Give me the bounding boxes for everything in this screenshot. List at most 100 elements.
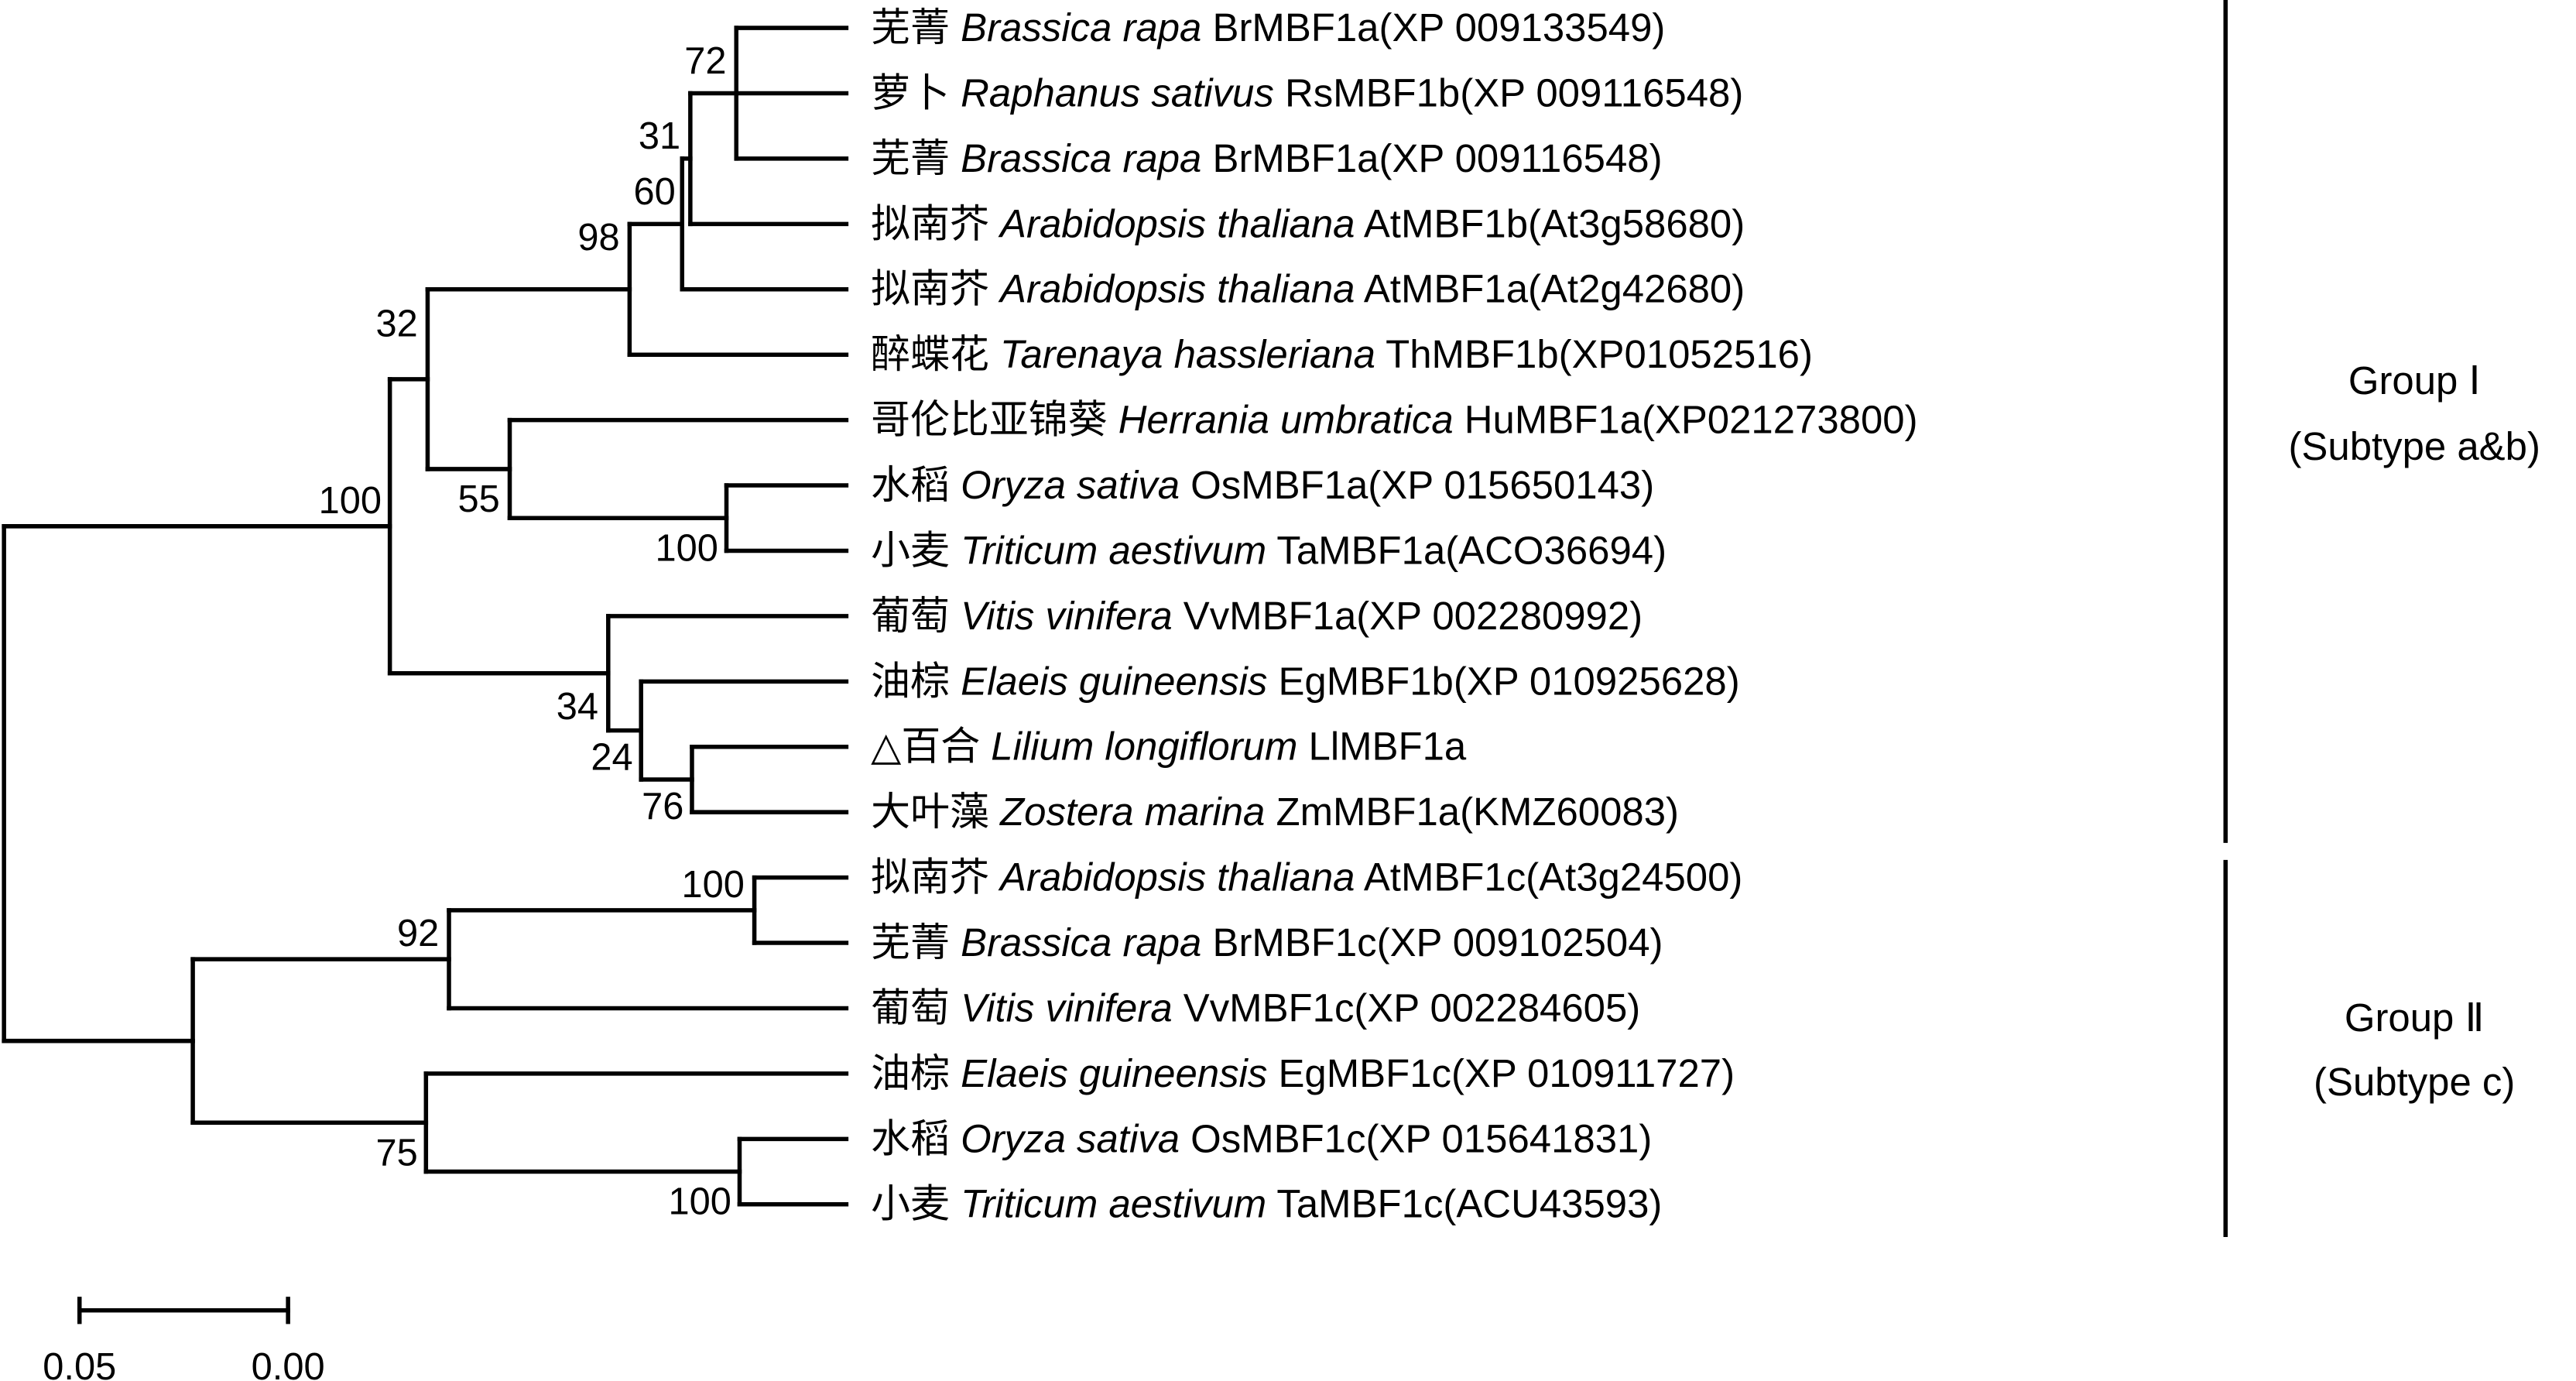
bootstrap-value-n24: 24 [591,737,632,779]
leaf-species-name: Vitis vinifera [950,594,1173,638]
bootstrap-value-nC1: 100 [681,864,744,906]
bootstrap-value-n76: 76 [642,786,683,828]
leaf-species-name: Brassica rapa [950,5,1201,50]
scale-bar-left-label: 0.05 [43,1346,116,1381]
leaf-labels: 芜菁 Brassica rapa BrMBF1a(XP 009133549) 萝卜… [871,5,1917,1226]
leaf-gene-id: ThMBF1b(XP01052516) [1375,332,1813,376]
leaf-chinese-name: 芜菁 [871,920,950,965]
leaf-gene-id: AtMBF1c(At3g24500) [1355,855,1743,900]
leaf-label: △百合 Lilium longiflorum LlMBF1a [871,725,1467,769]
leaf-label: 葡萄 Vitis vinifera VvMBF1c(XP 002284605) [871,985,1640,1030]
scale-bar: 0.05 0.00 [43,1297,325,1381]
leaf-chinese-name: 水稻 [871,463,950,507]
leaf-species-name: Triticum aestivum [950,1182,1266,1226]
leaf-species-name: Herrania umbratica [1108,398,1454,442]
leaf-gene-id: AtMBF1a(At2g42680) [1355,267,1745,311]
tree-branches [2,26,849,1207]
leaf-label: 油棕 Elaeis guineensis EgMBF1c(XP 01091172… [871,1051,1735,1095]
leaf-species-name: Brassica rapa [950,136,1201,180]
leaf-gene-id: OsMBF1c(XP 015641831) [1180,1116,1652,1160]
leaf-species-name: Vitis vinifera [950,985,1173,1030]
bootstrap-value-nA: 100 [319,480,382,522]
leaf-chinese-name: 小麦 [871,528,950,572]
leaf-species-name: Zostera marina [989,790,1265,834]
bootstrap-value-n92: 92 [397,913,439,954]
bootstrap-value-n34: 34 [557,686,598,728]
leaf-label: 小麦 Triticum aestivum TaMBF1a(ACO36694) [871,528,1667,572]
leaf-label: 拟南芥 Arabidopsis thaliana AtMBF1a(At2g426… [871,267,1745,311]
leaf-label: 芜菁 Brassica rapa BrMBF1a(XP 009133549) [871,5,1665,50]
leaf-gene-id: HuMBF1a(XP021273800) [1454,398,1918,442]
scale-bar-right-label: 0.00 [252,1346,325,1381]
leaf-label: 小麦 Triticum aestivum TaMBF1c(ACU43593) [871,1182,1662,1226]
leaf-gene-id: OsMBF1a(XP 015650143) [1180,463,1654,507]
leaf-chinese-name: 拟南芥 [871,267,989,311]
bootstrap-value-n98: 98 [577,217,619,259]
leaf-gene-id: RsMBF1b(XP 009116548) [1274,70,1744,115]
group-1-name: Group Ⅰ [2348,358,2481,403]
leaf-gene-id: BrMBF1a(XP 009116548) [1201,136,1662,180]
leaf-gene-id: VvMBF1c(XP 002284605) [1173,985,1641,1030]
leaf-chinese-name: 芜菁 [871,136,950,180]
leaf-species-name: Elaeis guineensis [950,659,1267,703]
leaf-species-name: Arabidopsis thaliana [989,267,1355,311]
leaf-species-name: Oryza sativa [950,463,1180,507]
leaf-label: 大叶藻 Zostera marina ZmMBF1a(KMZ60083) [871,790,1679,834]
leaf-chinese-name: 葡萄 [871,985,950,1030]
leaf-gene-id: ZmMBF1a(KMZ60083) [1265,790,1679,834]
leaf-species-name: Arabidopsis thaliana [989,201,1355,245]
leaf-gene-id: BrMBF1c(XP 009102504) [1201,920,1663,965]
leaf-chinese-name: 芜菁 [871,5,950,50]
leaf-gene-id: BrMBF1a(XP 009133549) [1201,5,1665,50]
leaf-gene-id: EgMBF1b(XP 010925628) [1267,659,1739,703]
leaf-chinese-name: △百合 [871,725,980,769]
leaf-label: 拟南芥 Arabidopsis thaliana AtMBF1b(At3g586… [871,201,1745,245]
bootstrap-value-n75: 75 [375,1132,417,1174]
leaf-label: 芜菁 Brassica rapa BrMBF1a(XP 009116548) [871,136,1662,180]
leaf-chinese-name: 小麦 [871,1182,950,1226]
leaf-label: 拟南芥 Arabidopsis thaliana AtMBF1c(At3g245… [871,855,1742,900]
group-1-subtype: (Subtype a&b) [2288,424,2540,468]
leaf-chinese-name: 油棕 [871,659,950,703]
leaf-chinese-name: 油棕 [871,1051,950,1095]
leaf-species-name: Elaeis guineensis [950,1051,1267,1095]
leaf-label: 水稻 Oryza sativa OsMBF1a(XP 015650143) [871,463,1654,507]
leaf-label: 萝卜 Raphanus sativus RsMBF1b(XP 009116548… [871,70,1743,115]
leaf-label: 哥伦比亚锦葵 Herrania umbratica HuMBF1a(XP0212… [871,398,1917,442]
leaf-species-name: Lilium longiflorum [980,725,1297,769]
leaf-gene-id: EgMBF1c(XP 010911727) [1267,1051,1735,1095]
leaf-chinese-name: 拟南芥 [871,855,989,900]
leaf-chinese-name: 萝卜 [871,70,950,115]
bootstrap-value-n32: 32 [375,303,417,345]
leaf-chinese-name: 拟南芥 [871,201,989,245]
leaf-gene-id: TaMBF1a(ACO36694) [1266,528,1667,572]
leaf-chinese-name: 醉蝶花 [871,332,989,376]
leaf-chinese-name: 哥伦比亚锦葵 [871,398,1107,442]
leaf-species-name: Brassica rapa [950,920,1201,965]
bootstrap-value-n55: 55 [458,478,500,520]
bootstrap-value-n31: 31 [639,115,680,157]
leaf-species-name: Arabidopsis thaliana [989,855,1355,900]
leaf-gene-id: VvMBF1a(XP 002280992) [1173,594,1643,638]
leaf-label: 芜菁 Brassica rapa BrMBF1c(XP 009102504) [871,920,1663,965]
leaf-species-name: Oryza sativa [950,1116,1180,1160]
leaf-label: 醉蝶花 Tarenaya hassleriana ThMBF1b(XP01052… [871,332,1813,376]
leaf-chinese-name: 葡萄 [871,594,950,638]
leaf-gene-id: AtMBF1b(At3g58680) [1355,201,1745,245]
leaf-chinese-name: 大叶藻 [871,790,989,834]
leaf-gene-id: LlMBF1a [1297,725,1467,769]
bootstrap-value-nC2: 100 [669,1181,731,1223]
leaf-label: 葡萄 Vitis vinifera VvMBF1a(XP 002280992) [871,594,1643,638]
leaf-label: 油棕 Elaeis guineensis EgMBF1b(XP 01092562… [871,659,1739,703]
group-2-name: Group Ⅱ [2345,995,2485,1040]
bootstrap-value-nOs: 100 [656,527,718,569]
leaf-chinese-name: 水稻 [871,1116,950,1160]
leaf-label: 水稻 Oryza sativa OsMBF1c(XP 015641831) [871,1116,1652,1160]
bootstrap-value-n60: 60 [634,171,676,213]
leaf-gene-id: TaMBF1c(ACU43593) [1266,1182,1662,1226]
leaf-species-name: Triticum aestivum [950,528,1266,572]
leaf-species-name: Raphanus sativus [950,70,1274,115]
group-2-subtype: (Subtype c) [2314,1060,2515,1104]
